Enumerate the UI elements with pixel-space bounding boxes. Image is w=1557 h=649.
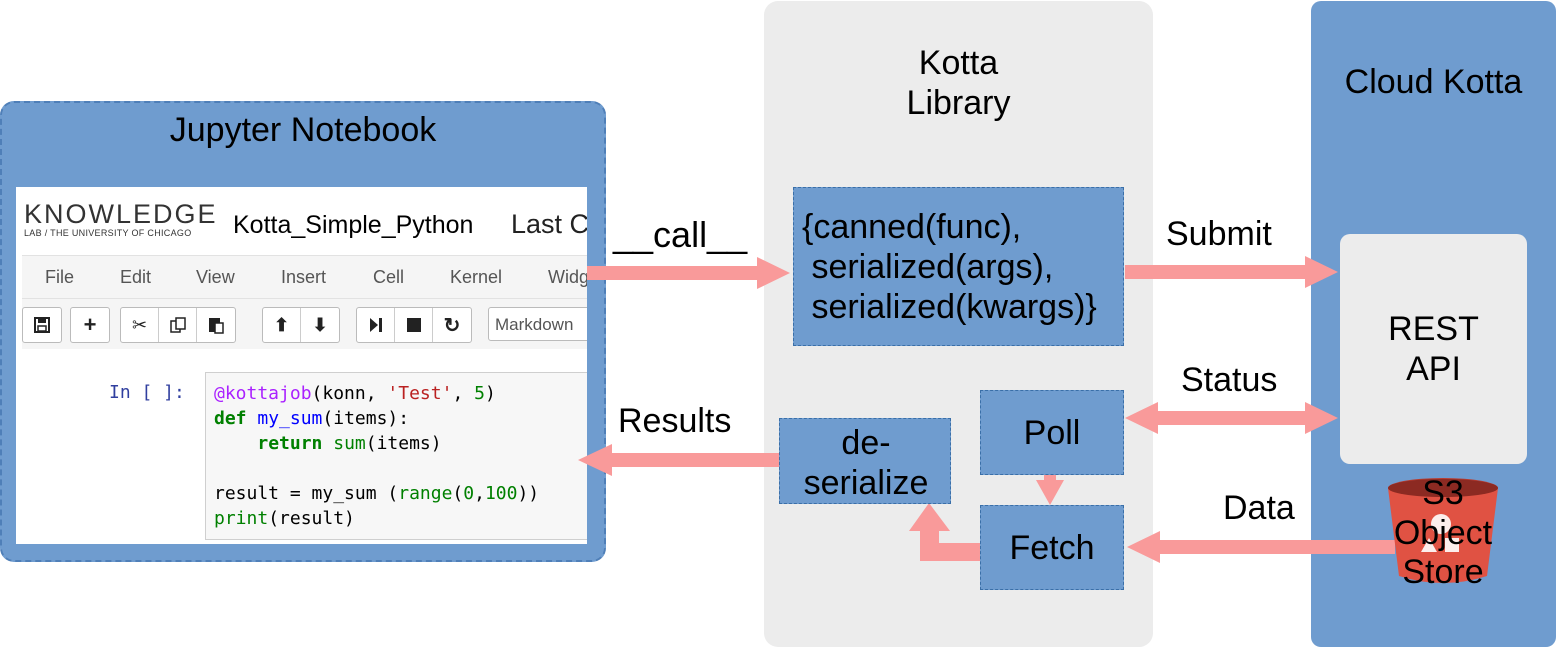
rest-api-line1: REST	[1388, 310, 1479, 348]
code-text: @kottajob(konn, 'Test', 5) def my_sum(it…	[214, 383, 540, 529]
menu-edit[interactable]: Edit	[120, 267, 152, 287]
menu-widgets[interactable]: Widg	[548, 267, 587, 287]
checkpoint-status: Last C	[511, 209, 587, 239]
status-arrow	[1125, 402, 1338, 434]
status-label: Status	[1181, 361, 1278, 399]
call-label: __call__	[613, 214, 748, 255]
fetch-box: Fetch	[980, 505, 1124, 590]
s3-line3: Store	[1402, 553, 1484, 591]
kotta-library-title-line2: Library	[906, 84, 1011, 122]
cell-prompt: In [ ]:	[109, 382, 185, 403]
kotta-library-title-line1: Kotta	[918, 44, 999, 82]
rest-api-line2: API	[1406, 350, 1461, 388]
results-label: Results	[618, 402, 732, 440]
toolbar-group-save	[22, 307, 62, 343]
toolbar-group-insert: +	[70, 307, 110, 343]
toolbar-group-move: ⬆ ⬇	[262, 307, 340, 343]
copy-icon[interactable]	[159, 308, 197, 342]
payload-line3: serialized(kwargs)}	[802, 288, 1097, 326]
plus-icon[interactable]: +	[83, 312, 97, 337]
payload-line1: {canned(func),	[802, 208, 1022, 246]
call-arrow	[587, 257, 790, 289]
toolbar-group-run: ↻	[356, 307, 472, 343]
arrow-up-icon[interactable]: ⬆	[263, 308, 301, 342]
data-arrow	[1127, 531, 1395, 563]
poll-fetch-arrow	[1036, 465, 1064, 505]
s3-line2: Object	[1393, 514, 1493, 552]
payload-line2: serialized(args),	[802, 248, 1054, 286]
toolbar-group-edit: ✂	[120, 307, 236, 343]
jupyter-panel-title: Jupyter Notebook	[169, 111, 437, 149]
payload-box: {canned(func), serialized(args), seriali…	[793, 187, 1124, 346]
knowledge-lab-logo: KNOWLEDGE LAB / THE UNIVERSITY OF CHICAG…	[24, 199, 218, 239]
stop-icon[interactable]	[395, 308, 433, 342]
cloud-kotta-title: Cloud Kotta	[1344, 63, 1523, 101]
arrow-down-icon[interactable]: ⬇	[312, 314, 328, 335]
menu-insert[interactable]: Insert	[281, 267, 327, 287]
poll-box: Poll	[980, 390, 1124, 475]
rest-api-box: REST API	[1340, 234, 1527, 464]
menu-view[interactable]: View	[196, 267, 235, 287]
save-icon[interactable]	[23, 308, 61, 342]
data-label: Data	[1223, 489, 1295, 527]
notebook-header: KNOWLEDGE LAB / THE UNIVERSITY OF CHICAG…	[16, 187, 587, 257]
restart-icon[interactable]: ↻	[443, 314, 461, 337]
fetch-deserialize-arrow	[909, 503, 980, 561]
deserialize-line1: de-	[841, 424, 891, 462]
deserialize-box: de- serialize	[779, 418, 951, 504]
submit-label: Submit	[1166, 215, 1272, 253]
menu-file[interactable]: File	[45, 267, 75, 287]
results-arrow	[578, 444, 779, 476]
menu-cell[interactable]: Cell	[373, 267, 405, 287]
submit-arrow	[1125, 256, 1338, 288]
code-cell[interactable]: @kottajob(konn, 'Test', 5) def my_sum(it…	[205, 372, 587, 540]
notebook-screenshot: KNOWLEDGE LAB / THE UNIVERSITY OF CHICAG…	[16, 187, 587, 544]
cell-type-select[interactable]: Markdown	[488, 307, 587, 341]
notebook-toolbar: + ✂ ⬆ ⬇ ↻ Markdown	[22, 299, 587, 349]
step-forward-icon[interactable]	[357, 308, 395, 342]
logo-subtitle: LAB / THE UNIVERSITY OF CHICAGO	[24, 228, 192, 238]
scissors-icon[interactable]: ✂	[121, 308, 159, 342]
notebook-name[interactable]: Kotta_Simple_Python	[233, 211, 474, 239]
menu-kernel[interactable]: Kernel	[450, 267, 503, 287]
s3-line1: S3	[1422, 474, 1464, 512]
paste-icon[interactable]	[197, 308, 235, 342]
s3-bucket-icon	[1388, 478, 1498, 583]
notebook-menubar: File Edit View Insert Cell Kernel Widg	[22, 255, 587, 299]
logo-wordmark: KNOWLEDGE	[24, 199, 218, 229]
deserialize-line2: serialize	[803, 464, 929, 502]
